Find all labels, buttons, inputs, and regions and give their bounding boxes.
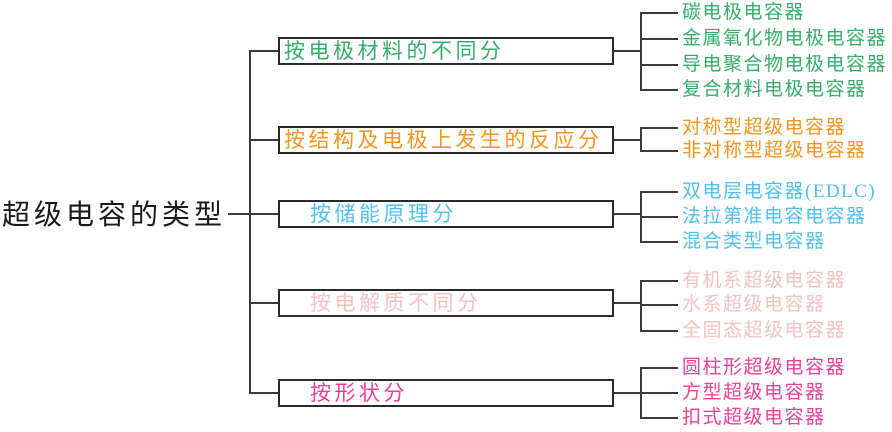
leaf-node: 扣式超级电容器 — [682, 407, 826, 428]
category-label: 按形状分 — [310, 381, 408, 405]
leaf-node: 方型超级电容器 — [682, 382, 826, 403]
leaf-node: 对称型超级电容器 — [682, 117, 847, 138]
category-box-structure-reaction: 按结构及电极上发生的反应分 — [278, 126, 614, 154]
leaf-node: 圆柱形超级电容器 — [682, 357, 847, 378]
category-label: 按结构及电极上发生的反应分 — [284, 128, 603, 152]
leaf-node: 全固态超级电容器 — [682, 320, 847, 341]
category-box-electrolyte: 按电解质不同分 — [278, 289, 614, 317]
leaf-node: 混合类型电容器 — [682, 231, 826, 252]
leaf-node: 导电聚合物电极电容器 — [682, 54, 888, 75]
category-label: 按储能原理分 — [310, 202, 457, 226]
category-box-energy-principle: 按储能原理分 — [278, 200, 614, 228]
root-node-label: 超级电容的类型 — [2, 200, 227, 231]
leaf-node: 有机系超级电容器 — [682, 270, 847, 291]
category-box-shape: 按形状分 — [278, 379, 614, 407]
leaf-node: 碳电极电容器 — [682, 2, 806, 23]
category-label: 按电极材料的不同分 — [284, 39, 505, 63]
leaf-node: 金属氧化物电极电容器 — [682, 28, 888, 49]
leaf-node: 双电层电容器(EDLC) — [682, 181, 877, 202]
leaf-node: 复合材料电极电容器 — [682, 79, 867, 100]
category-box-electrode-material: 按电极材料的不同分 — [278, 37, 614, 65]
leaf-node: 水系超级电容器 — [682, 294, 826, 315]
leaf-node: 法拉第准电容电容器 — [682, 206, 867, 227]
leaf-node: 非对称型超级电容器 — [682, 140, 867, 161]
category-label: 按电解质不同分 — [310, 291, 482, 315]
